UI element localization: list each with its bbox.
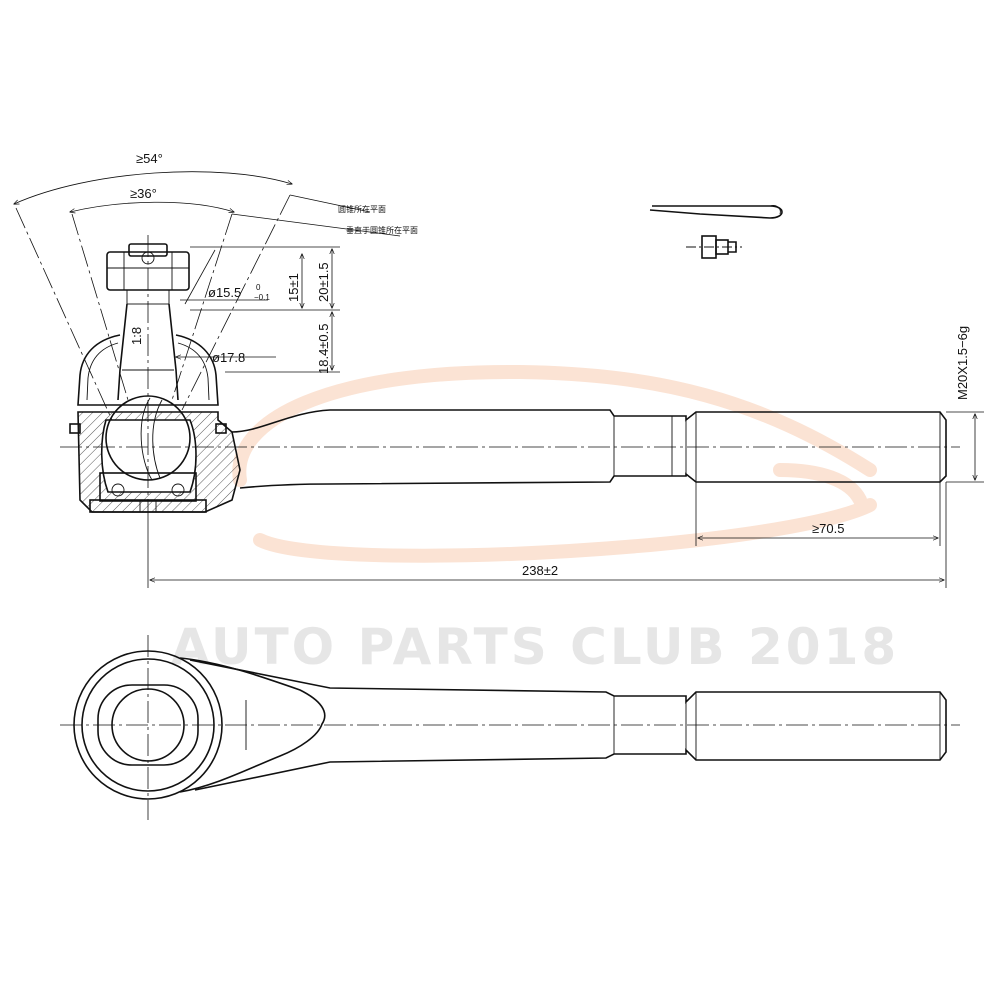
height-dimensions: 15±1 20±1.5 18.4±0.5 (190, 246, 340, 374)
watermark-swoosh (232, 364, 877, 487)
taper-tol-lower: −0.1 (254, 293, 270, 302)
taper-ratio-label: 1:8 (129, 327, 144, 345)
watermark-swoosh-lower (253, 498, 877, 563)
castle-nut (106, 243, 190, 305)
note-cone-plane: 圆锥所在平面 (338, 204, 386, 214)
overall-length-label: 238±2 (522, 563, 558, 578)
boot-diameter-label: ø17.8 (212, 350, 245, 365)
ball-stud (105, 303, 191, 481)
plan-view (60, 635, 960, 820)
height-1-label: 15±1 (286, 273, 301, 302)
tie-rod-shank (231, 409, 947, 489)
height-3-label: 18.4±0.5 (316, 323, 331, 374)
section-view: ≥54° ≥36° 圆锥所在平面 垂直于圆锥所在平面 ø15.5 0 −0.1 … (14, 151, 984, 588)
thread-label: M20X1.5−6g (955, 326, 970, 400)
taper-tol-upper: 0 (256, 283, 261, 292)
boot-diameter-dim: ø17.8 (176, 350, 276, 365)
thread-dim: M20X1.5−6g (946, 326, 984, 483)
angle-inner-label: ≥36° (130, 186, 157, 201)
angle-outer-label: ≥54° (136, 151, 163, 166)
height-2-label: 20±1.5 (316, 262, 331, 302)
thread-length-dim: ≥70.5 (695, 482, 941, 546)
socket-housing (77, 411, 241, 513)
watermark-text: AUTO PARTS CLUB 2018 (171, 618, 899, 676)
taper-diameter-label: ø15.5 (208, 285, 241, 300)
thread-length-label: ≥70.5 (812, 521, 844, 536)
grease-fitting-icon (686, 235, 742, 259)
taper-diameter-dim: ø15.5 0 −0.1 (180, 249, 270, 305)
watermark-swoosh-tail (773, 463, 867, 507)
cotter-pin-icon (649, 205, 783, 219)
angle-dimensions: ≥54° ≥36° 圆锥所在平面 垂直于圆锥所在平面 (14, 151, 418, 421)
overall-length-dim: 238±2 (147, 482, 947, 588)
watermark: AUTO PARTS CLUB 2018 (171, 364, 899, 676)
note-perpendicular-plane: 垂直于圆锥所在平面 (346, 225, 418, 235)
